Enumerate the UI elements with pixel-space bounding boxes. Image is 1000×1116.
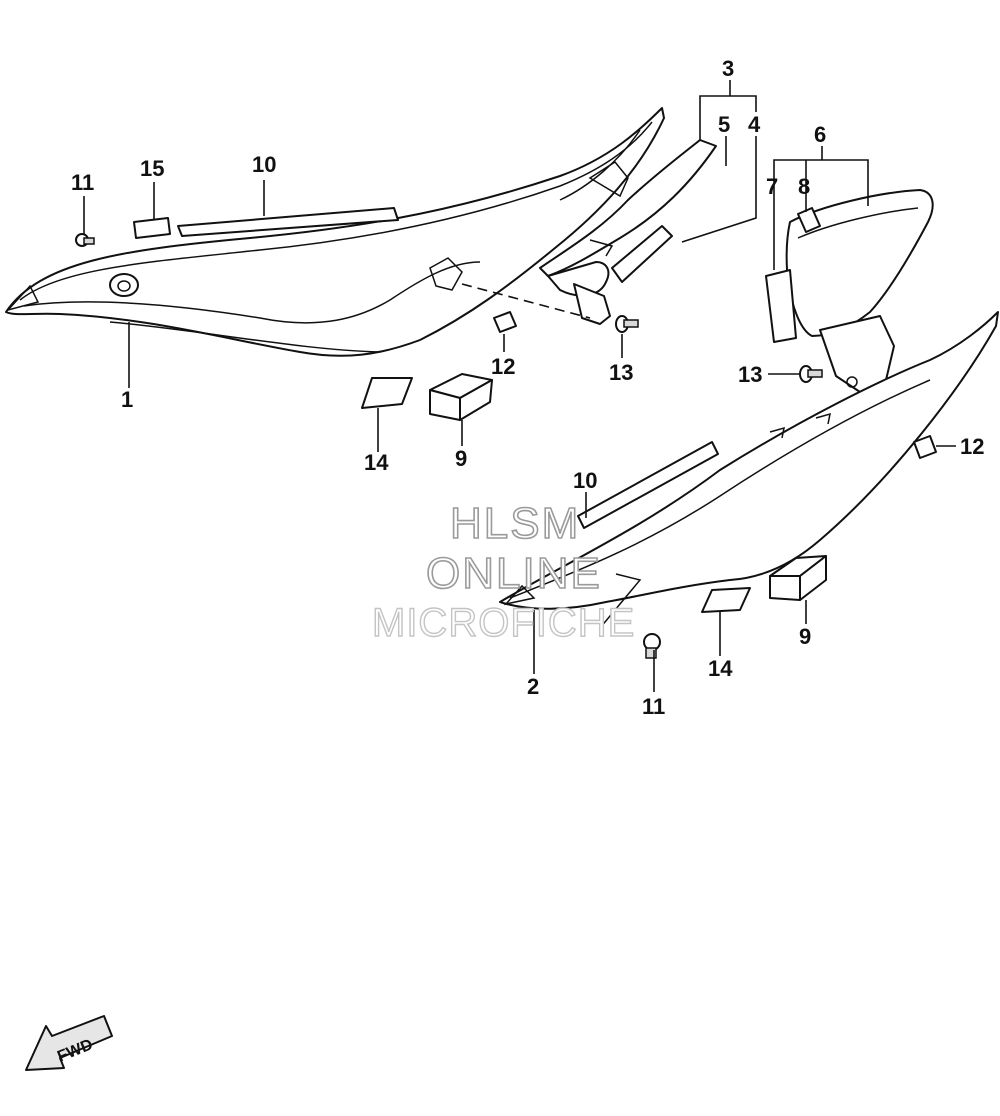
watermark-line-1: HLSM: [450, 499, 580, 548]
callout-7[interactable]: 7: [766, 174, 778, 199]
callout-13-right[interactable]: 13: [738, 362, 762, 387]
part-15-cushion[interactable]: [133, 217, 171, 239]
watermark-line-2: ONLINE: [426, 549, 602, 598]
part-12-clip-right[interactable]: [913, 435, 937, 459]
callout-14-left[interactable]: 14: [364, 450, 389, 475]
callout-4[interactable]: 4: [748, 112, 761, 137]
part-11-screw-lower[interactable]: [643, 633, 661, 659]
callout-2[interactable]: 2: [527, 674, 539, 699]
watermark: HLSM ONLINE MICROFICHE: [371, 498, 635, 646]
part-10-strip-upper[interactable]: [177, 207, 399, 237]
callout-10-upper[interactable]: 10: [252, 152, 276, 177]
callout-15[interactable]: 15: [140, 156, 164, 181]
part-14-pad-right[interactable]: [701, 587, 751, 613]
part-9-block-left[interactable]: [429, 373, 493, 421]
callout-9-left[interactable]: 9: [455, 446, 467, 471]
callout-3[interactable]: 3: [722, 56, 734, 81]
callout-6[interactable]: 6: [814, 122, 826, 147]
part-13-bolt-left[interactable]: [615, 315, 639, 333]
watermark-line-3: MICROFICHE: [372, 601, 635, 645]
callout-14-right[interactable]: 14: [708, 656, 733, 681]
part-3-bracket-assembly[interactable]: [539, 139, 717, 325]
part-12-clip-left[interactable]: [493, 311, 517, 333]
callout-11-upper[interactable]: 11: [71, 170, 94, 195]
part-11-screw-upper[interactable]: [75, 233, 95, 247]
callout-11-lower[interactable]: 11: [642, 694, 665, 719]
part-1-left-frame-cover[interactable]: [5, 107, 665, 357]
leader-lines: [83, 80, 956, 692]
callout-9-right[interactable]: 9: [799, 624, 811, 649]
callout-13-left[interactable]: 13: [609, 360, 633, 385]
callout-5[interactable]: 5: [718, 112, 730, 137]
callout-8[interactable]: 8: [798, 174, 810, 199]
fwd-arrow-icon: FWD: [25, 1015, 113, 1071]
callout-labels: 1 2 3 5 4 6 7 8 9 9 10 10 11 11 12 12 13…: [71, 56, 984, 719]
part-6-side-cover[interactable]: [765, 189, 934, 393]
callout-1[interactable]: 1: [121, 387, 133, 412]
part-2-right-frame-cover[interactable]: [499, 311, 999, 629]
part-13-bolt-right[interactable]: [799, 365, 823, 383]
callout-12-left[interactable]: 12: [491, 354, 515, 379]
part-10-strip-lower[interactable]: [577, 441, 719, 529]
callout-12-right[interactable]: 12: [960, 434, 984, 459]
part-14-pad-left[interactable]: [361, 377, 413, 409]
callout-10-lower[interactable]: 10: [573, 468, 597, 493]
part-9-block-right[interactable]: [769, 555, 827, 601]
